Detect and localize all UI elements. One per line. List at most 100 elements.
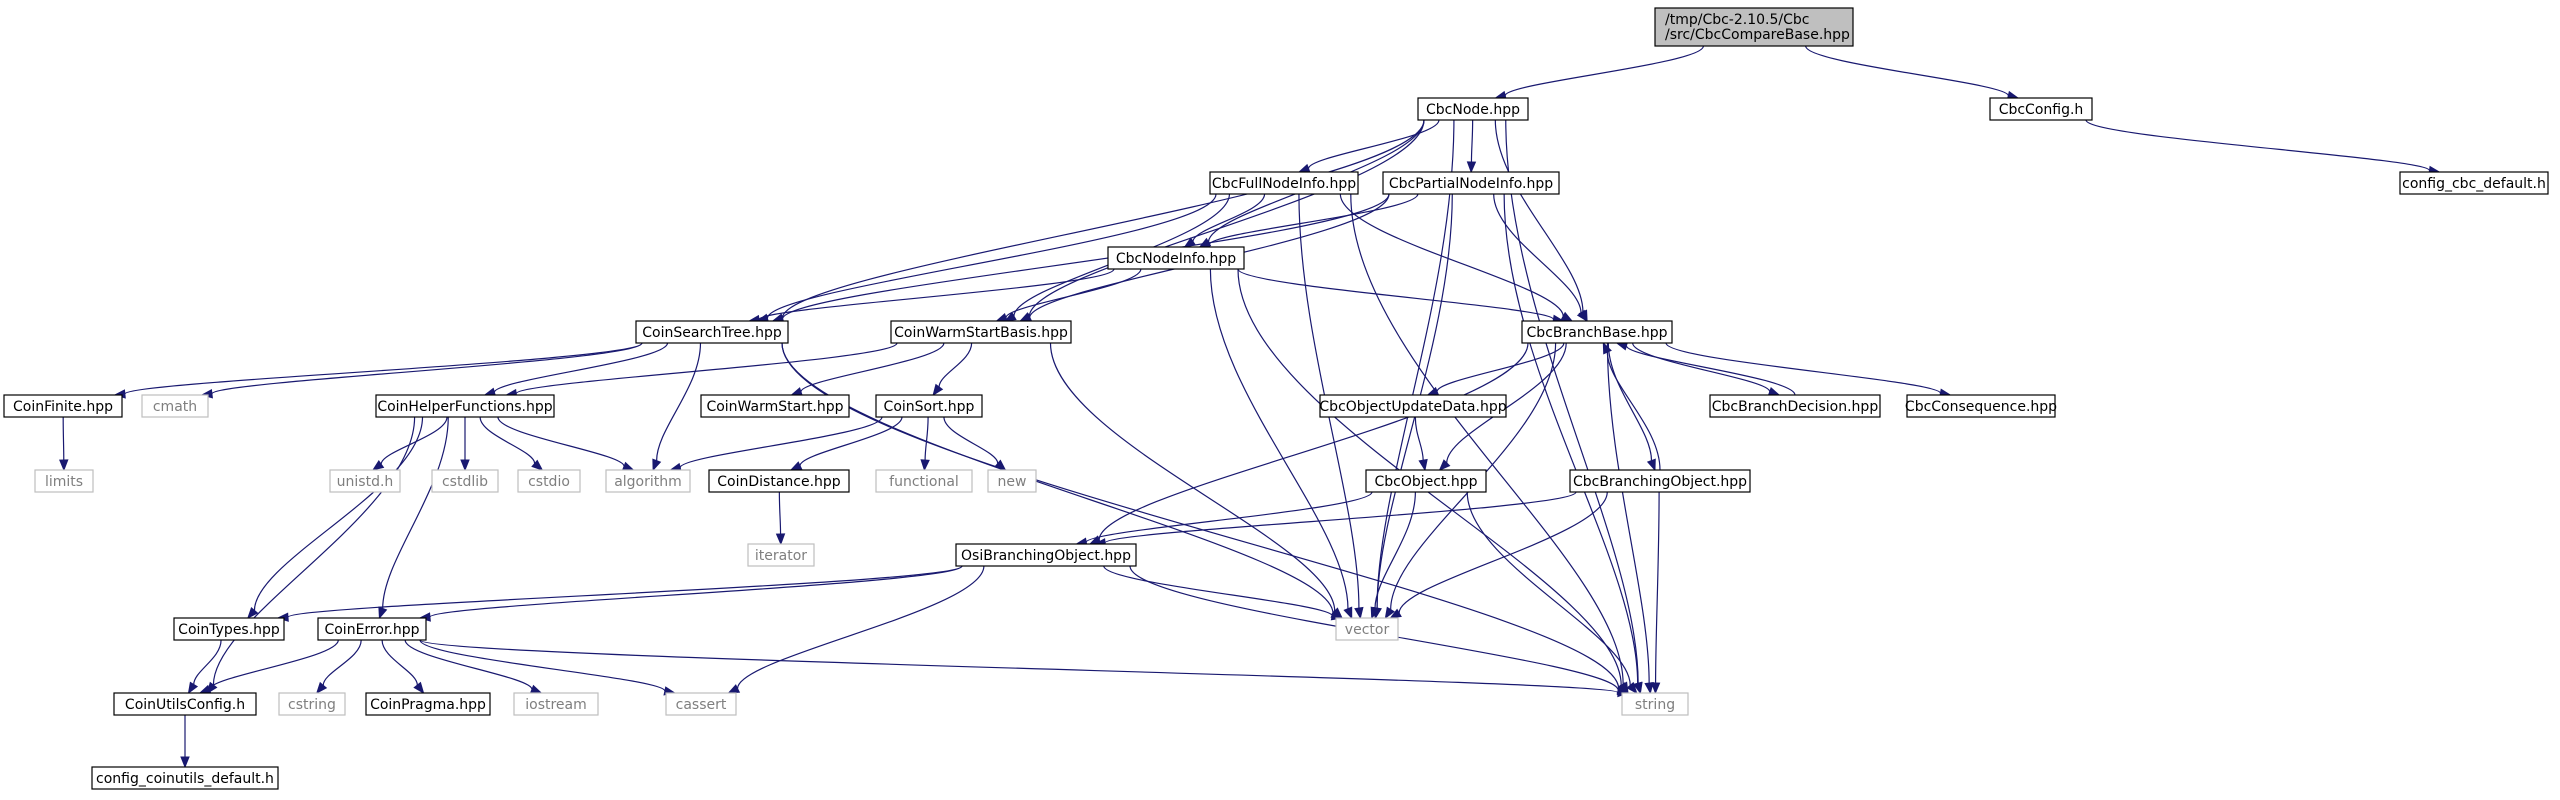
- node-iostream-label: iostream: [525, 697, 587, 713]
- node-cbc-node[interactable]: CbcNode.hpp: [1417, 97, 1529, 121]
- edge-osi-branching-object-to-vector: [1103, 565, 1344, 621]
- node-cbc-full-node-info-label: CbcFullNodeInfo.hpp: [1212, 176, 1356, 192]
- edge-cbc-branch-decision-to-cbc-branch-base: [1615, 341, 1796, 396]
- node-cbc-node-info-label: CbcNodeInfo.hpp: [1116, 251, 1236, 267]
- node-new[interactable]: new: [987, 469, 1037, 493]
- edge-root-to-cbc-config: [1805, 45, 2020, 101]
- node-new-label: new: [998, 474, 1027, 490]
- node-cbc-compare-base-path-line2: /src/CbcCompareBase.hpp: [1665, 27, 1850, 43]
- edge-cbc-branch-base-to-osi-branching-object: [1088, 342, 1529, 545]
- edge-cbc-branching-object-to-vector: [1389, 491, 1608, 619]
- node-cbc-compare-base[interactable]: /tmp/Cbc-2.10.5/Cbc /src/CbcCompareBase.…: [1654, 7, 1854, 47]
- node-coin-helper-functions-label: CoinHelperFunctions.hpp: [377, 399, 552, 415]
- edge-coin-error-to-coin-utils-config: [198, 639, 339, 694]
- node-coin-finite[interactable]: CoinFinite.hpp: [3, 394, 123, 418]
- node-config-cbc-default-label: config_cbc_default.h: [2402, 176, 2546, 192]
- edge-coin-error-to-cassert: [419, 639, 676, 696]
- node-unistd[interactable]: unistd.h: [329, 469, 401, 493]
- edge-coin-finite-to-limits: [59, 416, 69, 472]
- node-cbc-config[interactable]: CbcConfig.h: [1989, 97, 2093, 121]
- node-cstdlib[interactable]: cstdlib: [431, 469, 499, 493]
- edge-coin-helper-functions-to-coin-utils-config: [206, 416, 416, 695]
- edge-coin-warm-start-basis-to-coin-helper-functions: [504, 342, 898, 399]
- edge-cbc-node-info-to-cbc-branch-base: [1237, 268, 1565, 325]
- node-cbc-branch-decision-label: CbcBranchDecision.hpp: [1712, 399, 1879, 415]
- edge-cbc-full-node-info-to-cbc-branch-base: [1339, 193, 1574, 322]
- node-coin-pragma[interactable]: CoinPragma.hpp: [365, 692, 491, 716]
- node-config-coinutils-default[interactable]: config_coinutils_default.h: [91, 766, 279, 790]
- edge-cbc-node-to-cbc-branch-base: [1494, 119, 1588, 323]
- node-osi-branching-object[interactable]: OsiBranchingObject.hpp: [955, 543, 1137, 567]
- node-cbc-partial-node-info-label: CbcPartialNodeInfo.hpp: [1389, 176, 1553, 192]
- node-config-cbc-default[interactable]: config_cbc_default.h: [2399, 171, 2549, 195]
- node-iterator[interactable]: iterator: [747, 543, 815, 567]
- edge-cbc-node-to-string: [1505, 119, 1643, 695]
- node-coin-distance[interactable]: CoinDistance.hpp: [708, 469, 850, 493]
- edge-cbc-partial-node-info-to-cbc-branch-base: [1493, 193, 1588, 323]
- node-cbc-branching-object-label: CbcBranchingObject.hpp: [1573, 474, 1747, 490]
- node-cassert-label: cassert: [676, 697, 727, 713]
- node-coin-error[interactable]: CoinError.hpp: [317, 617, 427, 641]
- node-cbc-object[interactable]: CbcObject.hpp: [1365, 469, 1487, 493]
- edge-cbc-object-to-string: [1466, 491, 1638, 695]
- node-string-label: string: [1635, 697, 1675, 713]
- node-cbc-branch-decision[interactable]: CbcBranchDecision.hpp: [1709, 394, 1881, 418]
- node-cassert[interactable]: cassert: [665, 692, 737, 716]
- node-coin-types[interactable]: CoinTypes.hpp: [173, 617, 285, 641]
- node-cstdio-label: cstdio: [528, 474, 570, 490]
- node-iostream[interactable]: iostream: [513, 692, 599, 716]
- edge-cbc-node-info-to-coin-search-tree: [747, 268, 1115, 325]
- node-coin-distance-label: CoinDistance.hpp: [717, 474, 841, 490]
- node-coin-utils-config[interactable]: CoinUtilsConfig.h: [113, 692, 257, 716]
- node-functional[interactable]: functional: [875, 469, 973, 493]
- edge-coin-helper-functions-to-cstdio: [479, 416, 544, 471]
- edge-coin-helper-functions-to-unistd: [371, 416, 448, 471]
- edge-coin-error-to-iostream: [404, 639, 543, 694]
- node-coin-search-tree[interactable]: CoinSearchTree.hpp: [635, 320, 789, 344]
- node-cbc-branching-object[interactable]: CbcBranchingObject.hpp: [1569, 469, 1751, 493]
- edge-root-to-cbc-node: [1494, 45, 1705, 101]
- node-cbc-branch-base[interactable]: CbcBranchBase.hpp: [1521, 320, 1673, 344]
- node-unistd-label: unistd.h: [337, 474, 394, 490]
- edge-cbc-config-to-config-cbc-default: [2085, 119, 2441, 176]
- edge-cbc-partial-node-info-to-string: [1503, 193, 1643, 695]
- node-cbc-partial-node-info[interactable]: CbcPartialNodeInfo.hpp: [1382, 171, 1560, 195]
- node-coin-search-tree-label: CoinSearchTree.hpp: [642, 325, 782, 341]
- node-cbc-branch-base-label: CbcBranchBase.hpp: [1527, 325, 1668, 341]
- node-cbc-node-label: CbcNode.hpp: [1426, 102, 1520, 118]
- edge-coin-warm-start-basis-to-coin-warm-start: [790, 342, 945, 397]
- node-algorithm-label: algorithm: [614, 474, 682, 490]
- edge-cbc-branch-base-to-string: [1606, 342, 1654, 695]
- node-coin-warm-start[interactable]: CoinWarmStart.hpp: [700, 394, 850, 418]
- node-cbc-consequence[interactable]: CbcConsequence.hpp: [1905, 394, 2057, 418]
- edge-coin-helper-functions-to-cstdlib: [460, 417, 470, 472]
- node-coin-sort[interactable]: CoinSort.hpp: [875, 394, 983, 418]
- edge-coin-error-to-string: [419, 639, 1630, 698]
- edge-cbc-branch-base-to-cbc-branching-object: [1607, 342, 1656, 472]
- node-string[interactable]: string: [1621, 692, 1689, 716]
- edge-cbc-branch-base-to-cbc-consequence: [1665, 342, 1952, 398]
- node-cbc-full-node-info[interactable]: CbcFullNodeInfo.hpp: [1209, 171, 1359, 195]
- node-coin-warm-start-basis[interactable]: CoinWarmStartBasis.hpp: [890, 320, 1072, 344]
- node-cstdio[interactable]: cstdio: [517, 469, 581, 493]
- node-cstring[interactable]: cstring: [278, 692, 346, 716]
- node-limits[interactable]: limits: [34, 469, 94, 493]
- node-cbc-compare-base-path-line1: /tmp/Cbc-2.10.5/Cbc: [1665, 12, 1809, 28]
- node-vector[interactable]: vector: [1335, 617, 1399, 641]
- node-config-coinutils-default-label: config_coinutils_default.h: [96, 771, 274, 787]
- node-algorithm[interactable]: algorithm: [605, 469, 691, 493]
- node-cstring-label: cstring: [288, 697, 336, 713]
- node-coin-helper-functions[interactable]: CoinHelperFunctions.hpp: [375, 394, 555, 418]
- edge-cbc-branching-object-to-string: [1650, 491, 1661, 695]
- node-coin-sort-label: CoinSort.hpp: [884, 399, 975, 415]
- node-vector-label: vector: [1345, 622, 1390, 638]
- node-cbc-node-info[interactable]: CbcNodeInfo.hpp: [1107, 246, 1245, 270]
- edge-coin-helper-functions-to-algorithm: [497, 416, 635, 471]
- node-cmath[interactable]: cmath: [141, 394, 209, 418]
- node-limits-label: limits: [45, 474, 83, 490]
- edge-cbc-branch-base-to-cbc-object-update-data: [1426, 342, 1565, 396]
- edge-coin-warm-start-basis-to-vector: [1049, 342, 1343, 619]
- node-cbc-object-update-data[interactable]: CbcObjectUpdateData.hpp: [1319, 394, 1507, 418]
- node-coin-warm-start-basis-label: CoinWarmStartBasis.hpp: [894, 325, 1068, 341]
